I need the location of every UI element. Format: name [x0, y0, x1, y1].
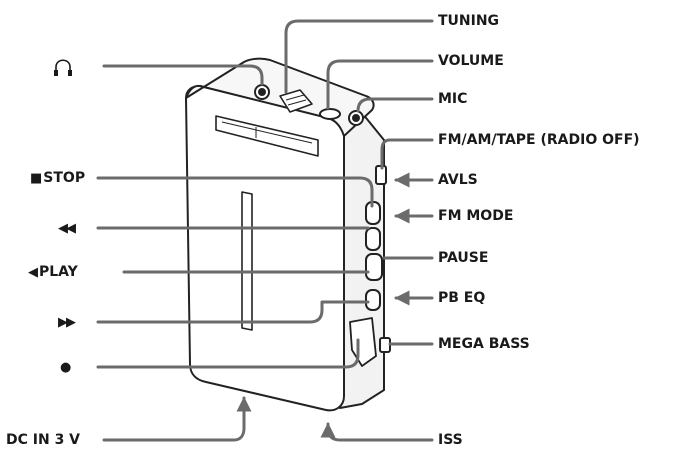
rewind-symbol: ◀◀: [58, 221, 76, 236]
fast-forward-button: [365, 289, 381, 311]
label-dc-in: DC IN 3 V: [6, 432, 81, 448]
label-play-text: PLAY: [39, 264, 78, 280]
play-button: [365, 253, 383, 281]
leader-iss: [320, 422, 434, 442]
label-mic: MIC: [438, 91, 468, 107]
leader-fm-am-tape: [380, 138, 434, 170]
tuning-dial-ridge: [287, 99, 307, 106]
fast-forward-symbol: ▶▶: [58, 315, 76, 330]
leader-lines: [96, 19, 434, 442]
label-record: ●: [60, 358, 71, 376]
headphone-jack-hole: [258, 88, 266, 96]
headphones-icon: [54, 59, 72, 76]
label-tuning: TUNING: [438, 13, 500, 29]
label-stop: ■STOP: [30, 170, 85, 187]
mic-hole-center: [352, 114, 360, 122]
leader-stop: [96, 176, 374, 208]
label-volume: VOLUME: [438, 53, 504, 69]
label-fast-forward: ▶▶: [58, 314, 76, 331]
label-rewind: ◀◀: [58, 220, 76, 237]
label-avls: AVLS: [438, 172, 478, 188]
volume-dial: [319, 108, 341, 120]
label-play: ◀PLAY: [28, 264, 78, 281]
cassette-window: [215, 115, 319, 157]
front-slot: [241, 191, 253, 331]
label-stop-text: STOP: [43, 170, 86, 186]
leader-dc-in: [102, 396, 252, 442]
walkman-device: [185, 57, 391, 412]
tuning-dial-ridge: [285, 94, 305, 101]
leader-fast-forward: [96, 300, 370, 324]
leader-volume: [326, 59, 434, 110]
label-mega-bass: MEGA BASS: [438, 336, 530, 352]
stop-symbol: ■: [30, 171, 42, 186]
label-pb-eq: PB EQ: [438, 290, 486, 306]
play-symbol: ◀: [28, 265, 38, 280]
label-fm-am-tape: FM/AM/TAPE (RADIO OFF): [438, 132, 640, 148]
leader-tuning: [284, 19, 434, 94]
leader-record: [96, 338, 360, 369]
window-reel-line: [221, 121, 313, 144]
leader-mic: [356, 97, 434, 113]
record-symbol: ●: [60, 360, 71, 375]
mega-bass-switch: [379, 337, 391, 353]
label-pause: PAUSE: [438, 250, 489, 266]
leader-headphones: [102, 64, 264, 86]
label-iss: ISS: [438, 432, 463, 448]
label-fm-mode: FM MODE: [438, 208, 514, 224]
rewind-button: [365, 227, 381, 251]
